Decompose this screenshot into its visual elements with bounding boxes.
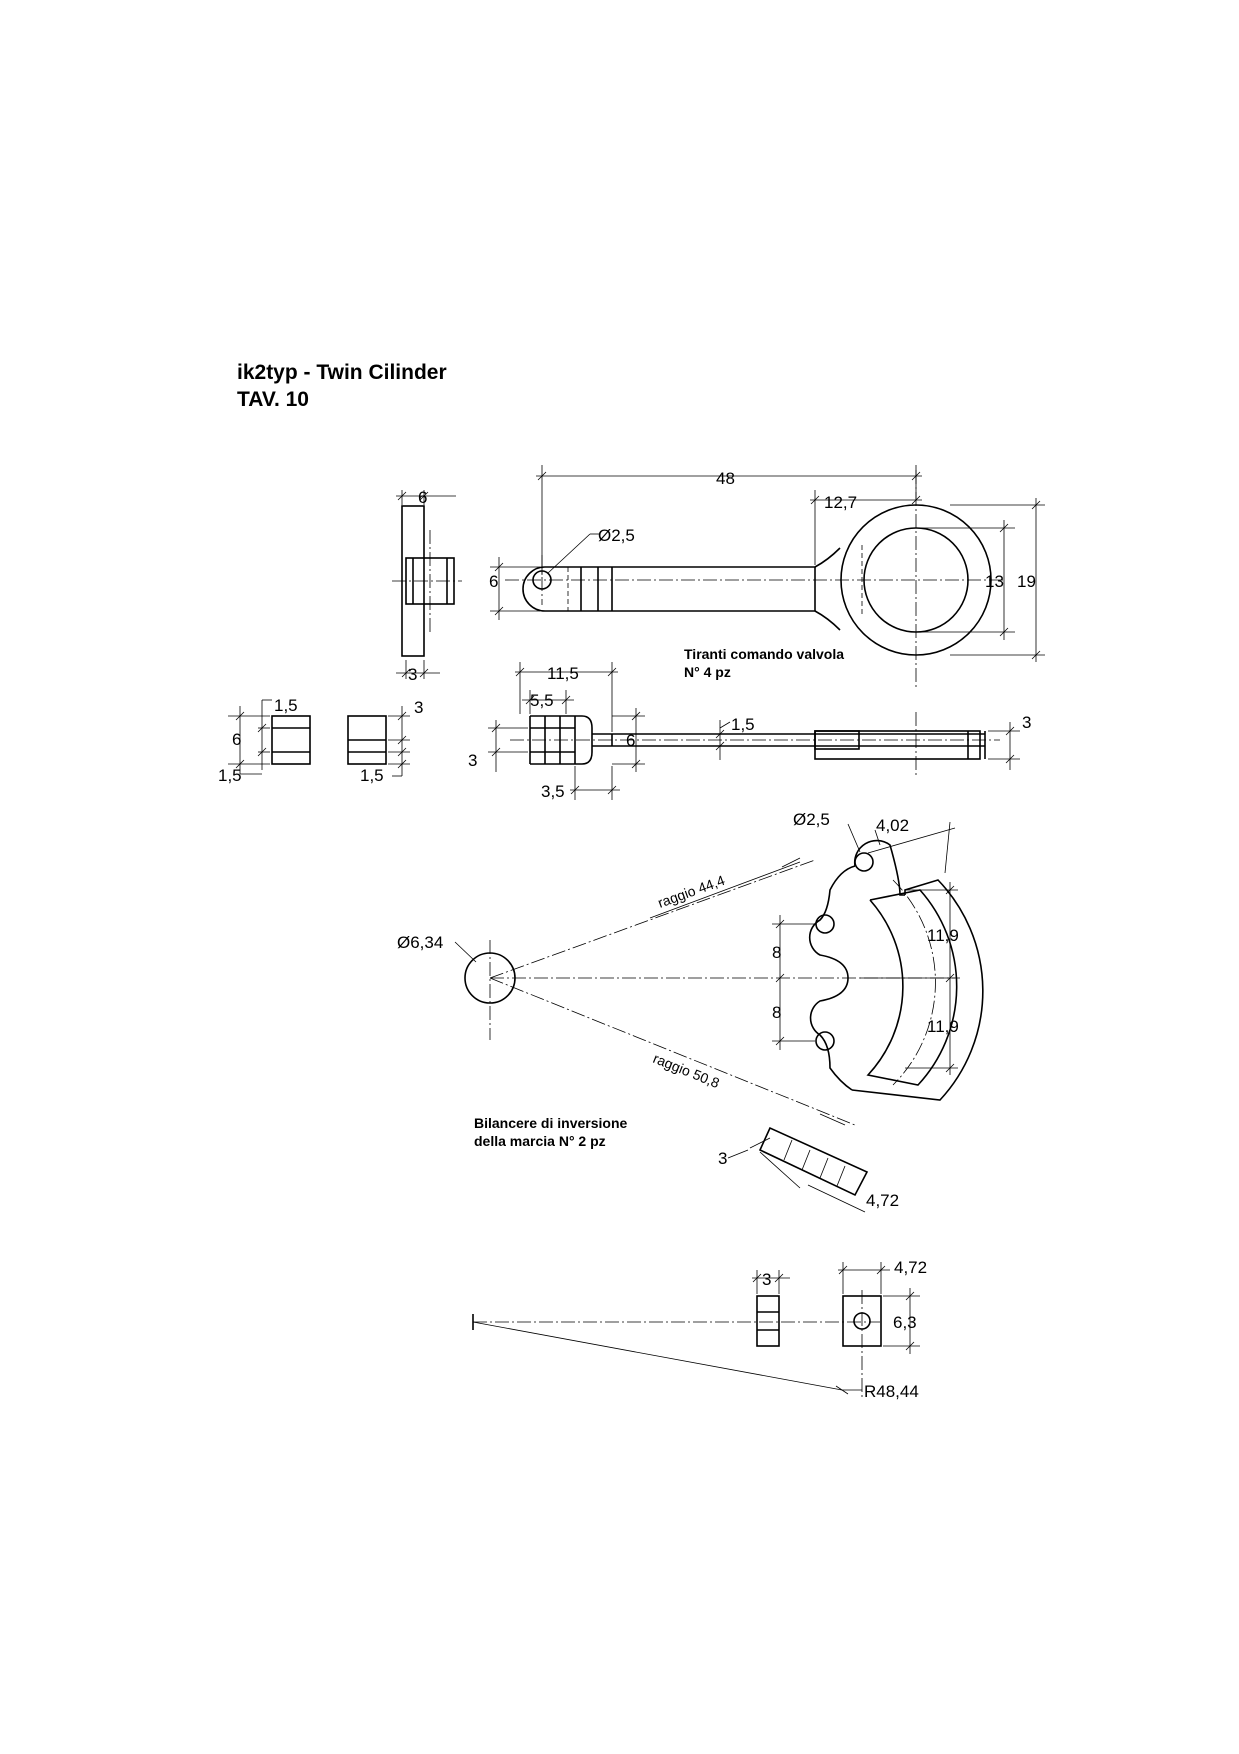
dim-8-a: 8 <box>772 943 781 962</box>
dim-4-72-b: 4,72 <box>894 1258 927 1277</box>
note-bilancere-line1: Bilancere di inversione <box>474 1115 627 1131</box>
dim-6-fork: 6 <box>626 731 635 750</box>
dim-13: 13 <box>985 572 1004 591</box>
dim-3-5: 3,5 <box>541 782 565 801</box>
dim-5-5: 5,5 <box>530 691 554 710</box>
dim-3-block: 3 <box>762 1270 771 1289</box>
dim-19: 19 <box>1017 572 1036 591</box>
drawing-title: ik2typ - Twin Cilinder <box>237 361 447 384</box>
dim-11-9-a: 11,9 <box>927 926 959 945</box>
dim-raggio-50-8: raggio 50,8 <box>651 1050 722 1091</box>
note-tiranti-line1: Tiranti comando valvola <box>684 646 844 662</box>
dim-6-3: 6,3 <box>893 1313 917 1332</box>
drawing-sheet-number: TAV. 10 <box>237 388 309 411</box>
reversing-lever-view <box>454 821 984 1213</box>
dim-diameter-6-34: Ø6,34 <box>397 933 443 952</box>
note-tiranti-line2: N° 4 pz <box>684 664 731 680</box>
dim-3-section: 3 <box>718 1149 727 1168</box>
dim-8-b: 8 <box>772 1003 781 1022</box>
tie-rod-top-view <box>488 662 1020 800</box>
tie-rod-side-view <box>392 490 462 679</box>
dim-1-5-d: 1,5 <box>731 715 755 734</box>
dim-3-right: 3 <box>1022 713 1031 732</box>
dim-48: 48 <box>716 469 735 488</box>
note-bilancere-line2: della marcia N° 2 pz <box>474 1133 606 1149</box>
dim-6-left: 6 <box>232 730 241 749</box>
dim-4-02: 4,02 <box>876 816 909 835</box>
dim-4-72-a: 4,72 <box>866 1191 899 1210</box>
dim-6-top: 6 <box>418 488 427 507</box>
dim-1-5-a: 1,5 <box>274 696 298 715</box>
dim-1-5-b: 1,5 <box>218 766 242 785</box>
dim-3-fork: 3 <box>468 751 477 770</box>
dim-diameter-2-5-lever: Ø2,5 <box>793 810 830 829</box>
dim-r48-44: R48,44 <box>864 1382 919 1401</box>
dim-12-7: 12,7 <box>824 493 857 512</box>
dim-11-9-b: 11,9 <box>927 1017 959 1036</box>
dim-6-rod: 6 <box>489 572 498 591</box>
small-block-views <box>228 699 410 777</box>
dim-3-mid: 3 <box>414 698 423 717</box>
dim-raggio-44-4: raggio 44,4 <box>656 872 728 911</box>
dim-1-5-c: 1,5 <box>360 766 384 785</box>
dim-diameter-2-5-rod: Ø2,5 <box>598 526 635 545</box>
tie-rod-front-view <box>490 465 1045 690</box>
sliding-block-views <box>472 1262 920 1400</box>
dim-11-5: 11,5 <box>547 664 579 683</box>
dim-3-bottom: 3 <box>408 665 417 684</box>
